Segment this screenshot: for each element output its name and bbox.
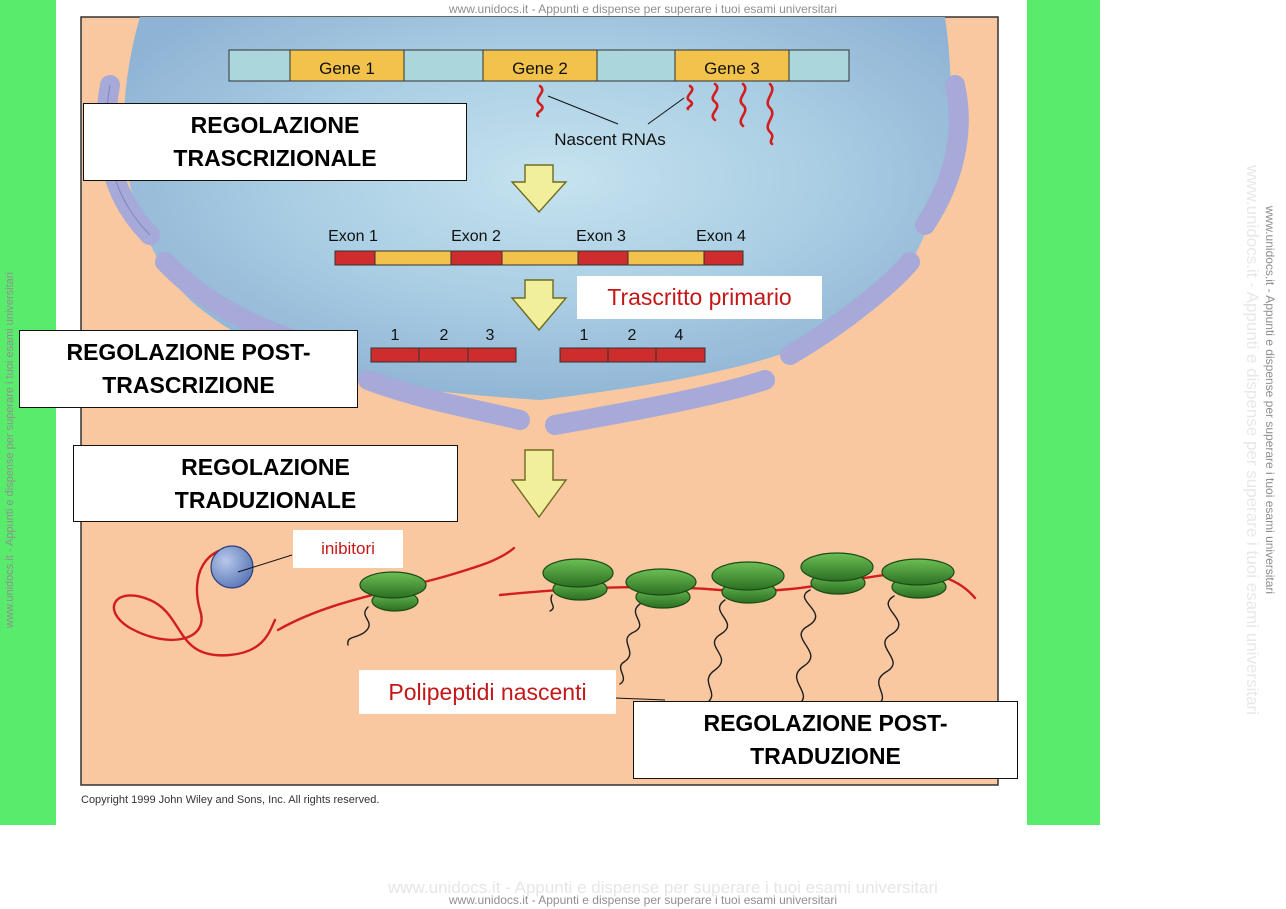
- gene-3-label: Gene 3: [704, 59, 760, 78]
- watermark-top: www.unidocs.it - Appunti e dispense per …: [448, 2, 838, 16]
- ribosome-5: [800, 552, 874, 595]
- watermark-bottom: www.unidocs.it - Appunti e dispense per …: [448, 893, 838, 907]
- mrna-a-num-3: 3: [486, 327, 495, 344]
- dna-bar: Gene 1 Gene 2 Gene 3: [228, 49, 850, 82]
- ribosome-2: [542, 558, 614, 601]
- ribosomes: [359, 552, 955, 612]
- box-post-translational-line-2: TRADUZIONE: [750, 743, 901, 769]
- exon-3-label: Exon 3: [576, 228, 626, 245]
- mrna-b-num-1: 1: [580, 327, 589, 344]
- green-band-right: [1027, 0, 1100, 825]
- arrow-1: [510, 164, 568, 214]
- box-post-transcriptional-regulation: REGOLAZIONE POST- TRASCRIZIONE: [19, 330, 358, 408]
- box-transcriptional-line-1: REGOLAZIONE: [190, 112, 360, 138]
- polypeptide-pointer: [614, 697, 666, 701]
- box-post-translational-regulation: REGOLAZIONE POST- TRADUZIONE: [633, 701, 1018, 779]
- exon-2-label: Exon 2: [451, 228, 501, 245]
- gene-1-block: [289, 49, 405, 82]
- box-translational-line-2: TRADUZIONALE: [174, 486, 357, 513]
- box-translational-line-1: REGOLAZIONE: [181, 453, 350, 480]
- inhibitors-label: inibitori: [293, 530, 403, 568]
- ribosome-3: [625, 568, 697, 609]
- nascent-rna-pointer: [547, 95, 619, 125]
- watermark-bottom-ghost: www.unidocs.it - Appunti e dispense per …: [388, 878, 938, 897]
- nascent-polypeptides-label: Polipeptidi nascenti: [359, 670, 616, 714]
- copyright-notice: Copyright 1999 John Wiley and Sons, Inc.…: [81, 794, 380, 806]
- gene-1-label: Gene 1: [319, 59, 375, 78]
- exon-1-label: Exon 1: [328, 228, 378, 245]
- gene-2-label: Gene 2: [512, 59, 568, 78]
- primary-transcript-label: Trascritto primario: [577, 276, 822, 319]
- exon-4-label: Exon 4: [696, 228, 746, 245]
- spliced-mrna-b: [559, 347, 706, 363]
- nascent-rna-pointer-2: [647, 97, 685, 125]
- mrna-a-num-1: 1: [391, 327, 400, 344]
- ribosome-4: [711, 561, 785, 604]
- nascent-rnas-label: Nascent RNAs: [554, 130, 665, 149]
- ribosome-6: [881, 558, 955, 599]
- mrna-b-num-4: 4: [675, 327, 684, 344]
- ribosome-1: [359, 571, 427, 612]
- inhibitor-pointer: [237, 554, 293, 573]
- gene-2-block: [482, 49, 598, 82]
- nascent-rna-strands: [535, 82, 774, 146]
- box-post-transcriptional-line-2: TRASCRIZIONE: [102, 372, 275, 398]
- box-transcriptional-regulation: REGOLAZIONE TRASCRIZIONALE: [83, 103, 467, 181]
- mrna-a-num-2: 2: [440, 327, 449, 344]
- arrow-3: [510, 449, 568, 519]
- box-post-translational-line-1: REGOLAZIONE POST-: [703, 710, 948, 736]
- mrna-b-num-2: 2: [628, 327, 637, 344]
- box-translational-regulation: REGOLAZIONE TRADUZIONALE: [73, 445, 458, 522]
- primary-transcript-bar: [334, 250, 744, 266]
- spliced-mrna-a: [370, 347, 517, 363]
- arrow-2: [510, 279, 568, 332]
- flow-arrows: [510, 164, 568, 519]
- green-band-left: [0, 0, 56, 825]
- box-post-transcriptional-line-1: REGOLAZIONE POST-: [66, 339, 311, 365]
- gene-3-block: [674, 49, 790, 82]
- box-transcriptional-line-2: TRASCRIZIONALE: [173, 145, 377, 171]
- inhibitor-molecule: [210, 545, 254, 589]
